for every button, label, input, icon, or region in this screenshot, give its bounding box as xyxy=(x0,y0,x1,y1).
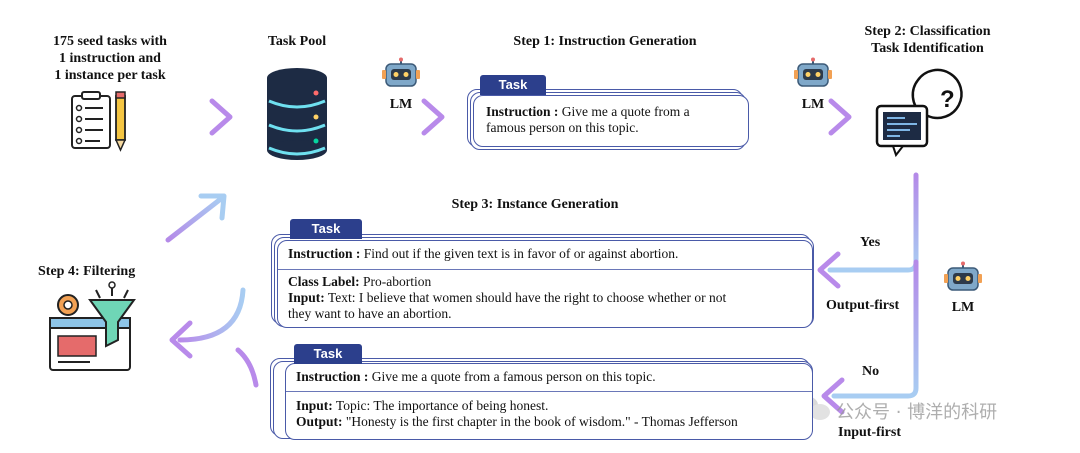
branch-output-first-label: Output-first xyxy=(826,298,900,313)
step3-title: Step 3: Instance Generation xyxy=(451,197,619,212)
lm-label: LM xyxy=(389,97,413,112)
input-value: Text: I believe that women should have t… xyxy=(324,290,727,305)
arrow-seed-to-pool xyxy=(152,98,233,136)
arrow-pool-to-step1 xyxy=(362,98,445,136)
branch-yes-label: Yes xyxy=(860,235,881,250)
input-key: Input: xyxy=(288,290,325,305)
instruction-value-cont: famous person on this topic. xyxy=(486,120,639,135)
instruction-value: Give me a quote from a xyxy=(558,104,690,119)
input-value: Topic: The importance of being honest. xyxy=(332,398,549,413)
step4-title: Step 4: Filtering xyxy=(38,264,136,279)
class-label-value: Pro-abortion xyxy=(359,274,432,289)
robot-icon xyxy=(794,57,832,87)
step3-task-card-1: Instruction : Find out if the given text… xyxy=(277,240,813,328)
card-divider xyxy=(278,269,812,270)
card1-body: Class Label: Pro-abortion Input: Text: I… xyxy=(288,274,808,322)
step2-title-line-1: Step 2: Classification xyxy=(864,24,991,39)
database-icon xyxy=(267,68,327,160)
step3-task-card-2: Instruction : Give me a quote from a fam… xyxy=(285,363,813,440)
seed-tasks-line-1: 175 seed tasks with xyxy=(53,34,167,49)
class-label-key: Class Label: xyxy=(288,274,360,289)
instruction-key: Instruction : xyxy=(288,246,361,261)
card2-instruction: Instruction : Give me a quote from a fam… xyxy=(296,369,806,385)
robot-icon xyxy=(382,57,420,87)
input-key: Input: xyxy=(296,398,333,413)
instruction-value: Find out if the given text is in favor o… xyxy=(360,246,679,261)
step2-title: Step 2: Classification Task Identificati… xyxy=(835,23,1020,57)
instruction-key: Instruction : xyxy=(296,369,369,384)
task-tag: Task xyxy=(290,219,362,239)
task-tag: Task xyxy=(294,344,362,364)
task-pool-label: Task Pool xyxy=(267,34,327,49)
clipboard-icon xyxy=(71,91,127,152)
instruction-key: Instruction : xyxy=(486,104,559,119)
arrow-step1-to-step2 xyxy=(769,98,852,136)
task-tag: Task xyxy=(480,75,546,95)
step1-task-card: Instruction : Give me a quote from a fam… xyxy=(473,95,749,147)
filter-funnel-icon xyxy=(49,281,136,371)
lm-label: LM xyxy=(801,97,825,112)
step1-title: Step 1: Instruction Generation xyxy=(513,34,697,49)
card-divider xyxy=(286,391,812,392)
card2-body: Input: Topic: The importance of being ho… xyxy=(296,398,811,430)
lm-label: LM xyxy=(951,300,975,315)
card1-instruction: Instruction : Find out if the given text… xyxy=(288,246,808,262)
watermark-text: 公众号 · 博洋的科研 xyxy=(836,402,998,423)
instruction-value: Give me a quote from a famous person on … xyxy=(368,369,656,384)
arrow-branch-vertical xyxy=(817,172,919,415)
branch-no-label: No xyxy=(862,364,880,379)
step2-title-line-2: Task Identification xyxy=(871,41,984,56)
seed-tasks-line-2: 1 instruction and xyxy=(59,51,161,66)
input-value-cont: they want to have an abortion. xyxy=(288,306,452,321)
seed-tasks-label: 175 seed tasks with 1 instruction and 1 … xyxy=(30,33,190,84)
arrow-step3-to-step4 xyxy=(169,287,259,388)
output-key: Output: xyxy=(296,414,343,429)
seed-tasks-line-3: 1 instance per task xyxy=(54,68,166,83)
branch-input-first-label: Input-first xyxy=(838,425,902,440)
classification-question-icon: ? xyxy=(875,68,963,158)
output-value: "Honesty is the first chapter in the boo… xyxy=(342,414,738,429)
arrow-step4-to-pool xyxy=(165,193,227,243)
svg-text:?: ? xyxy=(940,86,955,113)
robot-icon xyxy=(944,261,982,291)
step1-instruction: Instruction : Give me a quote from a fam… xyxy=(486,104,742,136)
